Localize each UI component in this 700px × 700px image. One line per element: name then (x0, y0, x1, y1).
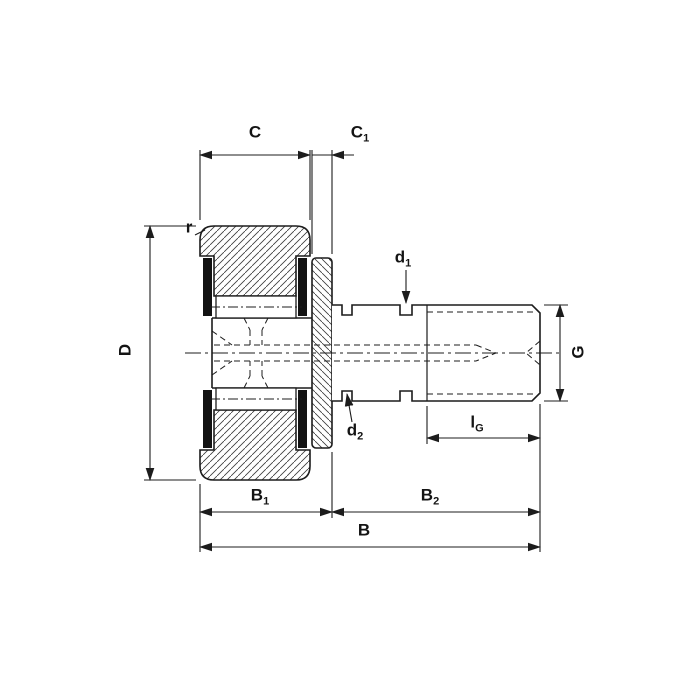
end-washers (203, 258, 307, 448)
dim-label-D: D (115, 343, 135, 357)
dim-label-C: C (248, 122, 262, 142)
grease-duct-bottom (243, 361, 269, 389)
dim-label-B2: B2 (420, 485, 440, 508)
outer-ring-bottom-section (199, 409, 311, 481)
dim-label-B: B (357, 520, 371, 540)
washer-top-right (298, 258, 307, 316)
dim-label-C1: C1 (350, 122, 370, 145)
washer-bottom-right (298, 390, 307, 448)
roller-outer-ring (199, 225, 311, 481)
dim-label-r: r (185, 217, 193, 237)
leader-r (194, 229, 206, 236)
dim-label-lG: lG (470, 412, 484, 435)
dim-label-B1: B1 (250, 485, 270, 508)
dim-label-G: G (568, 345, 588, 359)
dim-label-d1: d1 (394, 247, 412, 270)
center-drill (525, 340, 541, 366)
dimensions (144, 150, 568, 552)
grease-duct-top (243, 317, 269, 345)
leader-d2 (344, 392, 354, 423)
outer-ring-top-section (199, 225, 311, 297)
washer-bottom-left (203, 390, 212, 448)
needle-rollers (210, 295, 302, 411)
dim-label-d2: d2 (346, 420, 364, 443)
washer-top-left (203, 258, 212, 316)
left-countersink (211, 330, 233, 376)
